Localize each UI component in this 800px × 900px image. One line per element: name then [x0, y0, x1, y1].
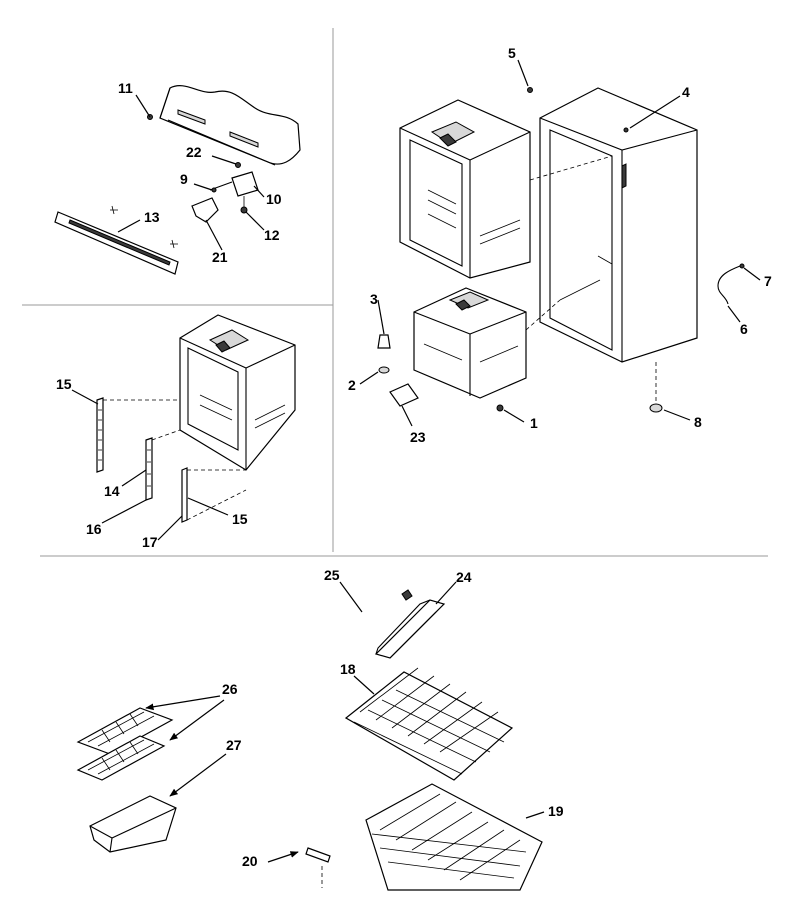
leader-lines	[71, 59, 761, 863]
callout-8: 8	[694, 414, 702, 430]
callout-7: 7	[764, 273, 772, 289]
ice-bucket-27	[89, 795, 177, 853]
screw-22-icon	[235, 162, 241, 168]
bin-24	[374, 599, 446, 659]
bracket-23	[389, 383, 419, 407]
ice-tray-upper	[76, 707, 174, 755]
callout-labels: 11 22 9 10 12 13 21 15 14 16 17 15 5 4 7…	[56, 45, 772, 869]
bracket-21	[191, 197, 219, 223]
callout-9: 9	[180, 171, 188, 187]
callout-27: 27	[226, 737, 242, 753]
callout-12: 12	[264, 227, 280, 243]
divider-trim-assembly	[54, 85, 301, 275]
callout-13: 13	[144, 209, 160, 225]
callout-11: 11	[118, 80, 133, 96]
handle-20	[305, 847, 331, 863]
callout-5: 5	[508, 45, 516, 61]
callout-25: 25	[324, 567, 340, 583]
liner-with-rails	[96, 314, 296, 523]
callout-22: 22	[186, 144, 202, 160]
screw-3-icon	[377, 334, 391, 349]
callout-3: 3	[370, 291, 378, 307]
callout-17: 17	[142, 534, 158, 550]
wire-basket-19	[365, 783, 543, 891]
callout-10: 10	[266, 191, 282, 207]
callout-15-right: 15	[232, 511, 248, 527]
cabinet-4	[539, 87, 698, 363]
callout-18: 18	[340, 661, 356, 677]
screw-4-icon	[623, 127, 629, 133]
callout-16: 16	[86, 521, 102, 537]
callout-19: 19	[548, 803, 564, 819]
panel-separators	[22, 28, 768, 557]
clip-7-icon	[739, 263, 745, 269]
callout-24: 24	[456, 569, 472, 585]
cabinet-assembly	[377, 87, 745, 413]
callout-23: 23	[410, 429, 426, 445]
screw-9-icon	[211, 187, 217, 193]
callout-26: 26	[222, 681, 238, 697]
leveling-leg-8	[649, 403, 663, 413]
screw-1-icon	[496, 404, 504, 412]
callout-20: 20	[242, 853, 258, 869]
rail-15-left	[96, 397, 104, 473]
rail-17	[181, 467, 188, 523]
callout-1: 1	[530, 415, 538, 431]
callout-6: 6	[740, 321, 748, 337]
freezer-liner-upper	[399, 99, 531, 279]
callout-4: 4	[682, 84, 690, 100]
accessories	[76, 589, 543, 891]
wire-shelf-18	[344, 671, 514, 781]
callout-21: 21	[212, 249, 228, 265]
callout-14: 14	[104, 483, 120, 499]
washer-2-icon	[378, 366, 390, 374]
screw-5-icon	[527, 87, 533, 93]
tube-6	[717, 265, 741, 305]
callout-15-left: 15	[56, 376, 72, 392]
rail-16	[145, 437, 153, 501]
callout-2: 2	[348, 377, 356, 393]
